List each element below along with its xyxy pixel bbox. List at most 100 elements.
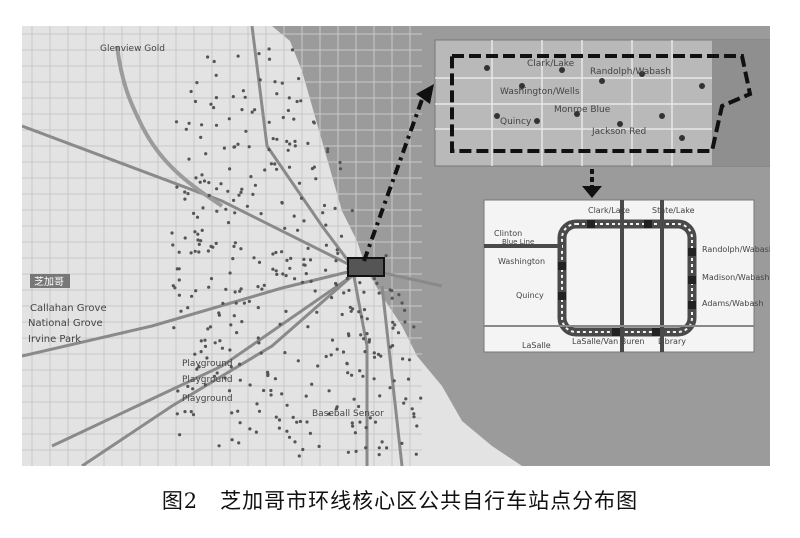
station-dot	[315, 310, 319, 314]
station-dot	[209, 244, 213, 248]
station-dot	[275, 167, 279, 171]
station-dot	[171, 243, 175, 247]
station-dot	[298, 419, 302, 424]
station-dot	[214, 123, 219, 127]
station-dot	[204, 152, 208, 156]
station-dot	[377, 291, 381, 295]
station-dot	[239, 247, 243, 251]
station-dot	[170, 231, 174, 235]
station-dot	[212, 374, 217, 378]
station-dot	[191, 387, 195, 391]
station-dot	[361, 374, 365, 378]
station-dot	[228, 348, 232, 352]
station-dot	[189, 89, 193, 94]
station-dot	[206, 249, 210, 253]
station-dot	[391, 320, 395, 324]
station-dot	[377, 446, 381, 450]
station-dot	[215, 209, 219, 213]
station-dot	[269, 388, 273, 393]
station-dot	[293, 277, 297, 281]
station-dot	[336, 251, 340, 255]
station-dot	[364, 446, 368, 450]
station-dot	[305, 420, 309, 424]
loop-label-washington: Washington	[498, 257, 545, 266]
inset-label-monroe: Monroe Blue	[554, 105, 611, 115]
station-dot	[236, 409, 240, 413]
station-dot	[324, 223, 328, 227]
station-dot	[194, 289, 198, 293]
station-dot	[290, 48, 295, 52]
station-dot	[388, 288, 392, 292]
station-dot	[347, 288, 351, 292]
station-dot	[238, 289, 242, 293]
station-dot	[317, 444, 321, 448]
station-dot	[293, 144, 297, 148]
station-dot	[226, 221, 231, 225]
station-dot	[176, 389, 180, 393]
station-dot	[285, 258, 289, 262]
station-dot	[379, 354, 383, 358]
station-dot	[248, 427, 252, 431]
station-dot	[401, 357, 405, 361]
station-dot	[186, 192, 190, 196]
station-dot	[236, 54, 240, 58]
station-dot	[207, 285, 211, 289]
station-dot	[237, 441, 241, 445]
station-dot	[242, 301, 246, 305]
station-dot	[213, 341, 217, 345]
station-dot	[219, 182, 223, 186]
station-dot	[302, 219, 306, 223]
station-dot	[329, 353, 333, 357]
station-dot	[214, 241, 218, 245]
station-dot	[334, 281, 338, 286]
station-dot	[378, 394, 382, 398]
station-dot	[412, 415, 416, 419]
station-dot	[380, 440, 384, 444]
station-dot	[288, 266, 292, 270]
station-dot	[400, 441, 404, 445]
station-dot	[193, 99, 198, 104]
station-dot	[226, 189, 230, 193]
station-dot	[322, 203, 327, 208]
station-dot	[341, 350, 346, 354]
station-dot	[240, 320, 244, 324]
station-dot	[291, 415, 295, 419]
station-dot	[184, 127, 188, 131]
station-dot	[233, 211, 237, 215]
station-dot	[273, 377, 277, 381]
station-dot	[236, 142, 240, 146]
loop-label-quincy: Quincy	[516, 291, 544, 300]
station-dot	[346, 450, 350, 454]
inset-top: Clark/Lake Randolph/Wabash Washington/We…	[434, 39, 770, 167]
station-dot	[283, 351, 287, 355]
station-dot	[292, 117, 296, 121]
station-dot	[393, 323, 397, 327]
station-dot	[345, 361, 349, 365]
zoom-arrow-down	[582, 169, 602, 198]
station-dot	[200, 228, 204, 232]
station-dot	[280, 250, 284, 254]
station-dot	[257, 52, 261, 56]
station-dot	[174, 120, 179, 124]
station-dot	[259, 351, 263, 355]
station-dot	[190, 294, 194, 298]
station-dot	[201, 206, 205, 210]
station-dot	[293, 139, 297, 143]
station-dot	[200, 123, 204, 127]
station-dot	[267, 148, 271, 152]
station-dot	[231, 95, 235, 99]
station-dot	[412, 325, 416, 329]
station-dot	[173, 286, 177, 290]
station-dot	[301, 447, 305, 452]
station-dot	[326, 150, 330, 154]
loop-label-state: State/Lake	[652, 206, 695, 215]
station-dot	[289, 256, 293, 260]
station-dot	[203, 383, 207, 387]
station-dot	[195, 215, 200, 219]
station-dot	[277, 426, 281, 430]
station-dot	[275, 92, 279, 96]
station-dot	[256, 336, 260, 340]
label-playground-2: Playground	[182, 375, 233, 385]
station-dot	[275, 137, 279, 141]
station-dot	[203, 338, 207, 342]
